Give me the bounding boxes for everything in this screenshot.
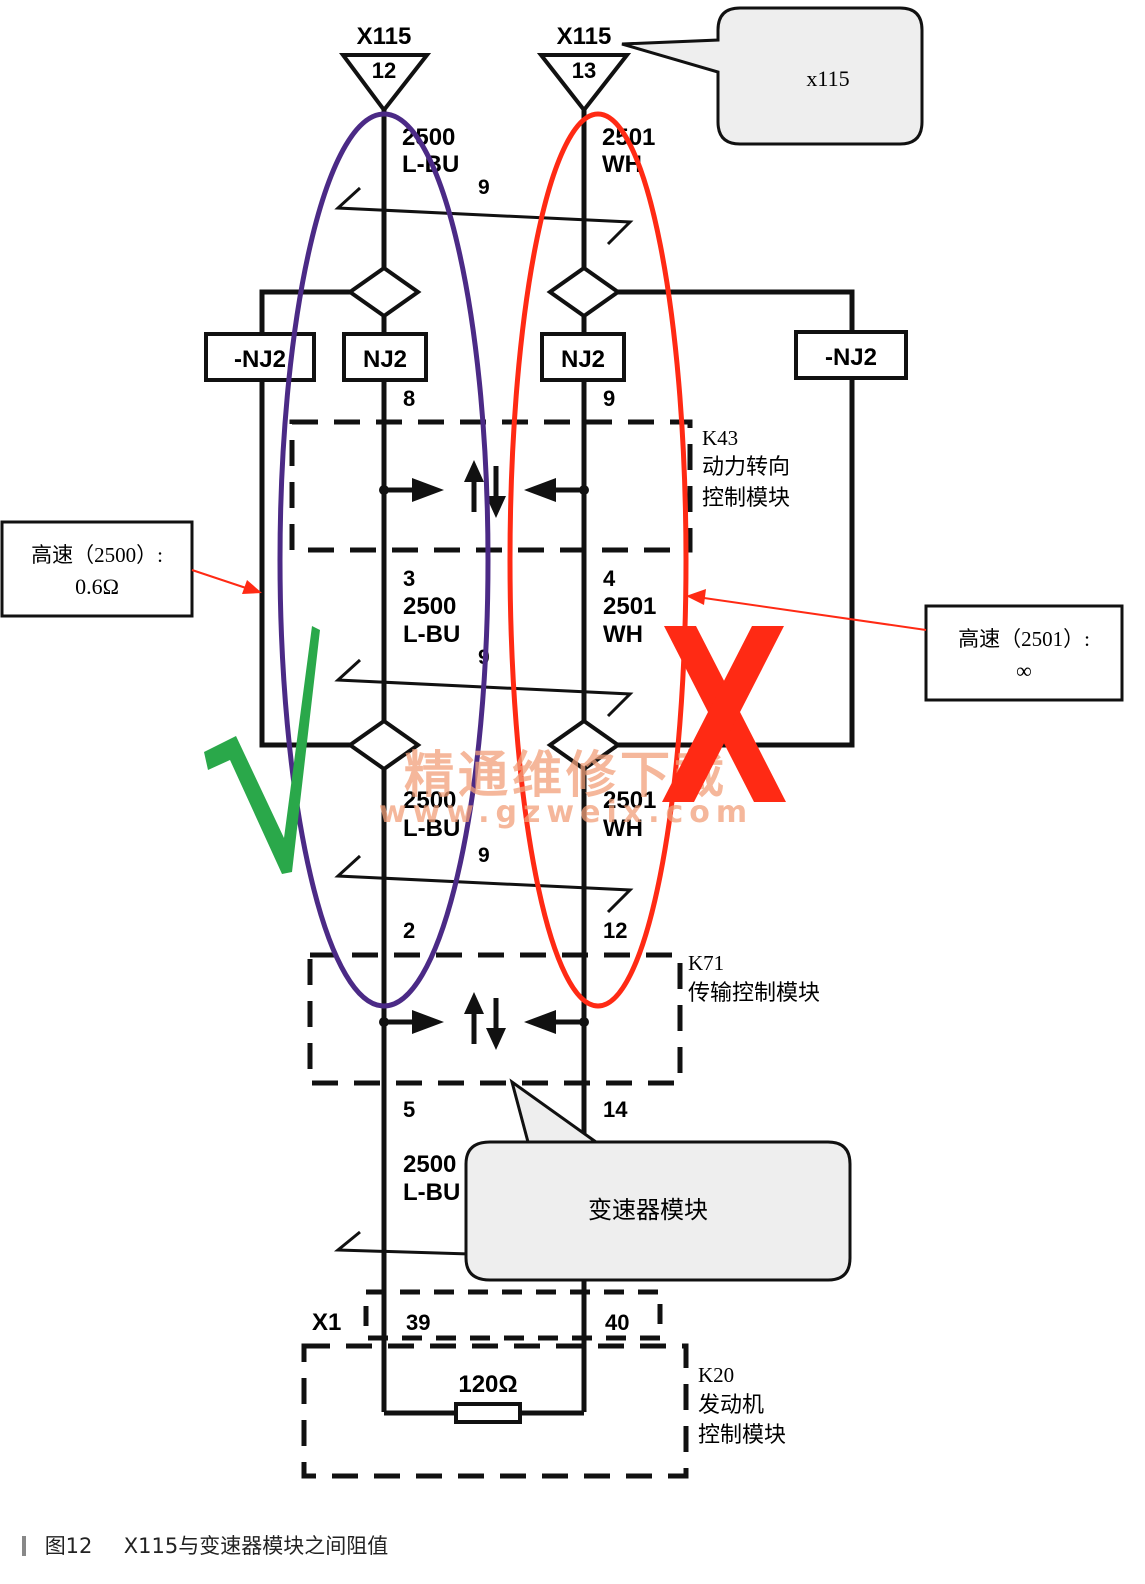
figure-title: X115与变速器模块之间阻值 (123, 1534, 389, 1558)
module-k71-symbols (379, 992, 589, 1050)
module-id: K20 (698, 1363, 734, 1387)
pin-number: 39 (406, 1310, 430, 1335)
module-k20-box (301, 1343, 689, 1479)
wire-twist-mark: 9 (478, 176, 490, 199)
cross-mark-icon (662, 626, 786, 802)
watermark-url: www.gzweix.com (379, 795, 753, 830)
splice-node (546, 718, 622, 772)
callout-value: ∞ (1016, 658, 1032, 683)
module-k71-box (307, 952, 683, 1086)
module-name: 发动机 (698, 1392, 764, 1417)
callout-text: x115 (806, 66, 849, 91)
connector-x1: X1 39 40 (312, 1289, 663, 1341)
callout-arrowhead (242, 580, 262, 594)
check-mark-icon (204, 626, 320, 874)
twisted-pair-symbol (333, 1230, 471, 1256)
splice-label: NJ2 (561, 346, 605, 373)
twisted-pair-symbol (334, 186, 634, 246)
splice-label: NJ2 (363, 346, 407, 373)
module-k20-label: K20 发动机 控制模块 (698, 1363, 786, 1447)
highlight-ellipse-2501 (507, 111, 689, 1009)
callout-x115: x115 (621, 6, 924, 146)
callout-high-speed-2500: 高速（2500）: 0.6Ω (0, 520, 194, 618)
wire-circuit-label: 2500 (403, 787, 456, 814)
callout-arrowhead (686, 589, 706, 605)
callout-transmission-module: 变速器模块 (464, 1078, 852, 1282)
wire-circuit-label: 2500 (403, 593, 456, 620)
module-k43-box (289, 419, 693, 553)
highlight-ellipse-2500 (277, 111, 491, 1009)
wire-circuit-label: 2501 (603, 593, 656, 620)
callout-value: 0.6Ω (75, 574, 119, 599)
module-k71-label: K71 传输控制模块 (688, 951, 820, 1005)
pin-number: 9 (603, 386, 615, 411)
wire-color-label: WH (603, 621, 643, 648)
pin-number: 3 (403, 566, 415, 591)
module-name: 动力转向 (702, 454, 790, 479)
connector-label: X115 (357, 23, 412, 50)
pin-number: 5 (403, 1097, 415, 1122)
caption-bar (22, 1536, 26, 1556)
connector-pin: 12 (372, 58, 396, 83)
wire-twist-mark: 9 (478, 844, 490, 867)
callout-text: 高速（2501）: (958, 627, 1090, 651)
callout-high-speed-2501: 高速（2501）: ∞ (924, 604, 1124, 702)
module-k43-symbols (379, 460, 589, 518)
wire-circuit-label: 2501 (603, 787, 656, 814)
splice-node (346, 718, 422, 772)
terminating-resistor (454, 1402, 522, 1424)
module-name: 传输控制模块 (688, 980, 820, 1005)
pin-number: 14 (603, 1097, 628, 1122)
pin-number: 8 (403, 386, 415, 411)
wire-color-label: WH (603, 815, 643, 842)
module-name: 控制模块 (702, 485, 790, 510)
pin-number: 4 (603, 566, 616, 591)
callout-arrow (191, 569, 247, 589)
pin-number: 2 (403, 918, 415, 943)
module-name: 控制模块 (698, 1422, 786, 1447)
splice-node (546, 265, 622, 319)
figure-number: 图12 (44, 1534, 93, 1558)
wire-color-label: L-BU (403, 621, 460, 648)
callout-text: 变速器模块 (588, 1197, 708, 1224)
connector-label: X115 (557, 23, 612, 50)
connector-pin: 13 (572, 58, 596, 83)
wire-circuit-label: 2500 (403, 1151, 456, 1178)
wire-color-label: L-BU (403, 815, 460, 842)
connector-label: X1 (312, 1309, 341, 1336)
module-k43-label: K43 动力转向 控制模块 (702, 426, 790, 510)
splice-box-left-outer: -NJ2 (204, 332, 316, 382)
connector-x115-pin13: X115 13 (536, 23, 632, 114)
splice-label: -NJ2 (234, 346, 286, 373)
callout-arrow (703, 597, 927, 631)
figure-caption: 图12 X115与变速器模块之间阻值 (22, 1530, 1122, 1566)
connector-x115-pin12: X115 12 (339, 23, 432, 114)
splice-label: -NJ2 (825, 344, 877, 371)
splice-box-right-outer: -NJ2 (794, 330, 908, 380)
wire-color-label: L-BU (403, 1179, 460, 1206)
module-id: K43 (702, 426, 738, 450)
splice-node (346, 265, 422, 319)
module-id: K71 (688, 951, 724, 975)
resistor-value: 120Ω (458, 1371, 517, 1398)
callout-text: 高速（2500）: (31, 543, 163, 567)
pin-number: 40 (605, 1310, 629, 1335)
twisted-pair-symbol (334, 854, 634, 914)
splice-box-left-inner: NJ2 (342, 332, 428, 382)
pin-number: 12 (603, 918, 627, 943)
splice-box-right-inner: NJ2 (540, 332, 626, 382)
